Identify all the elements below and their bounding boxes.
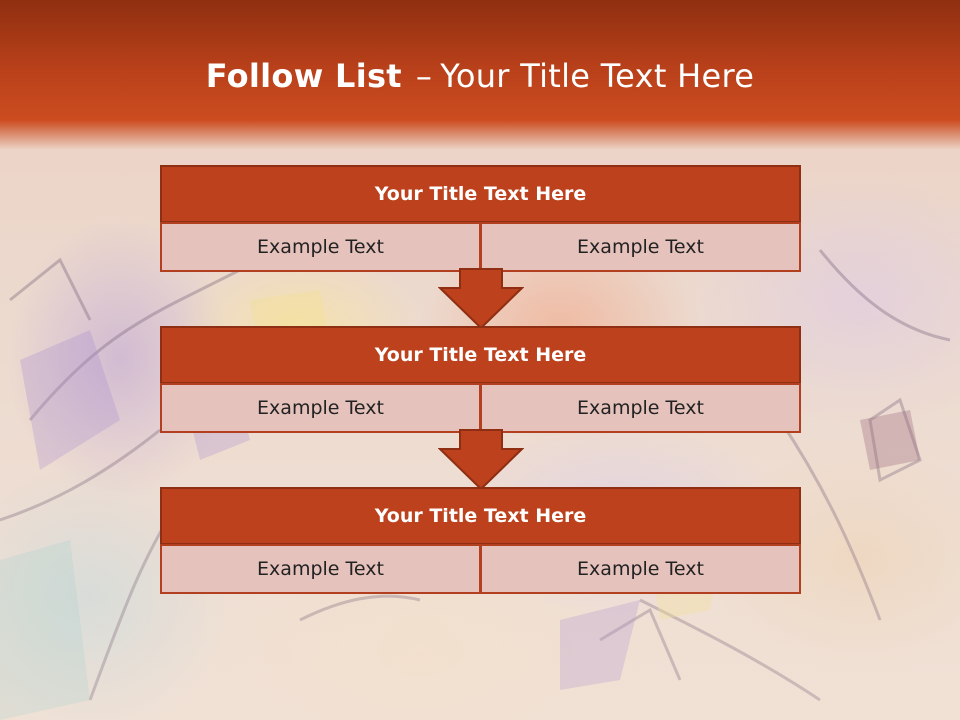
- step-2-title: Your Title Text Here: [160, 326, 801, 384]
- down-arrow-icon: [438, 268, 524, 330]
- step-box-2: Your Title Text Here Example Text Exampl…: [160, 326, 801, 433]
- title-band: [0, 0, 960, 150]
- down-arrow-icon: [438, 429, 524, 491]
- step-2-left-text: Example Text: [160, 383, 481, 433]
- step-box-1: Your Title Text Here Example Text Exampl…: [160, 165, 801, 272]
- step-1-left-text: Example Text: [160, 222, 481, 272]
- slide-title: Follow List–Your Title Text Here: [0, 54, 960, 98]
- step-3-title: Your Title Text Here: [160, 487, 801, 545]
- step-1-right-text: Example Text: [480, 222, 801, 272]
- title-rest-part: Your Title Text Here: [440, 57, 755, 95]
- step-3-left-text: Example Text: [160, 544, 481, 594]
- step-3-right-text: Example Text: [480, 544, 801, 594]
- step-2-right-text: Example Text: [480, 383, 801, 433]
- step-1-title: Your Title Text Here: [160, 165, 801, 223]
- step-box-3: Your Title Text Here Example Text Exampl…: [160, 487, 801, 594]
- title-bold-part: Follow List: [205, 57, 402, 95]
- title-separator: –: [415, 57, 433, 95]
